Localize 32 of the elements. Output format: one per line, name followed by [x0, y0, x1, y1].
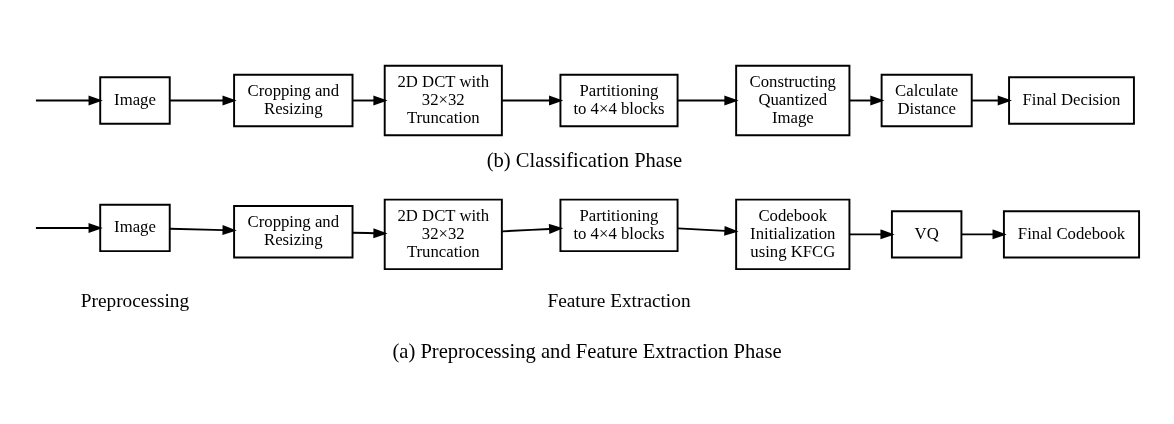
node-box: 2D DCT with 32×32 Truncation [383, 64, 503, 136]
node-box: Partitioning to 4×4 blocks [559, 73, 679, 127]
arrow [848, 228, 895, 239]
label: (b) Classification Phase [486, 148, 683, 171]
node-box: Image [99, 203, 171, 252]
arrow [676, 95, 739, 105]
node-box: Final Codebook [1002, 209, 1141, 259]
arrow [501, 95, 564, 105]
arrow [960, 228, 1007, 239]
arrow [169, 224, 237, 235]
arrow [351, 95, 388, 105]
label: Preprocessing [80, 289, 190, 311]
node-box: Cropping and Resizing [233, 204, 354, 259]
arrow [970, 95, 1012, 105]
arrow [676, 225, 739, 236]
node-box: 2D DCT with 32×32 Truncation [383, 198, 503, 270]
arrow [169, 95, 237, 105]
arrow [501, 223, 564, 234]
node-box: Image [99, 75, 171, 125]
node-box: Final Decision [1008, 75, 1135, 125]
arrow [34, 95, 103, 105]
node-box: Constructing Quantized Image [735, 64, 851, 136]
node-box: Cropping and Resizing [233, 73, 354, 127]
node-box: VQ [890, 209, 963, 259]
arrow [848, 95, 885, 105]
label: (a) Preprocessing and Feature Extraction Phase [392, 339, 782, 362]
arrow [34, 222, 103, 233]
node-box: Partitioning to 4×4 blocks [559, 198, 679, 252]
label: Feature Extraction [547, 289, 691, 311]
node-box: Calculate Distance [880, 73, 973, 127]
arrow [351, 227, 388, 238]
node-box: Codebook Initialization using KFCG [735, 198, 851, 270]
